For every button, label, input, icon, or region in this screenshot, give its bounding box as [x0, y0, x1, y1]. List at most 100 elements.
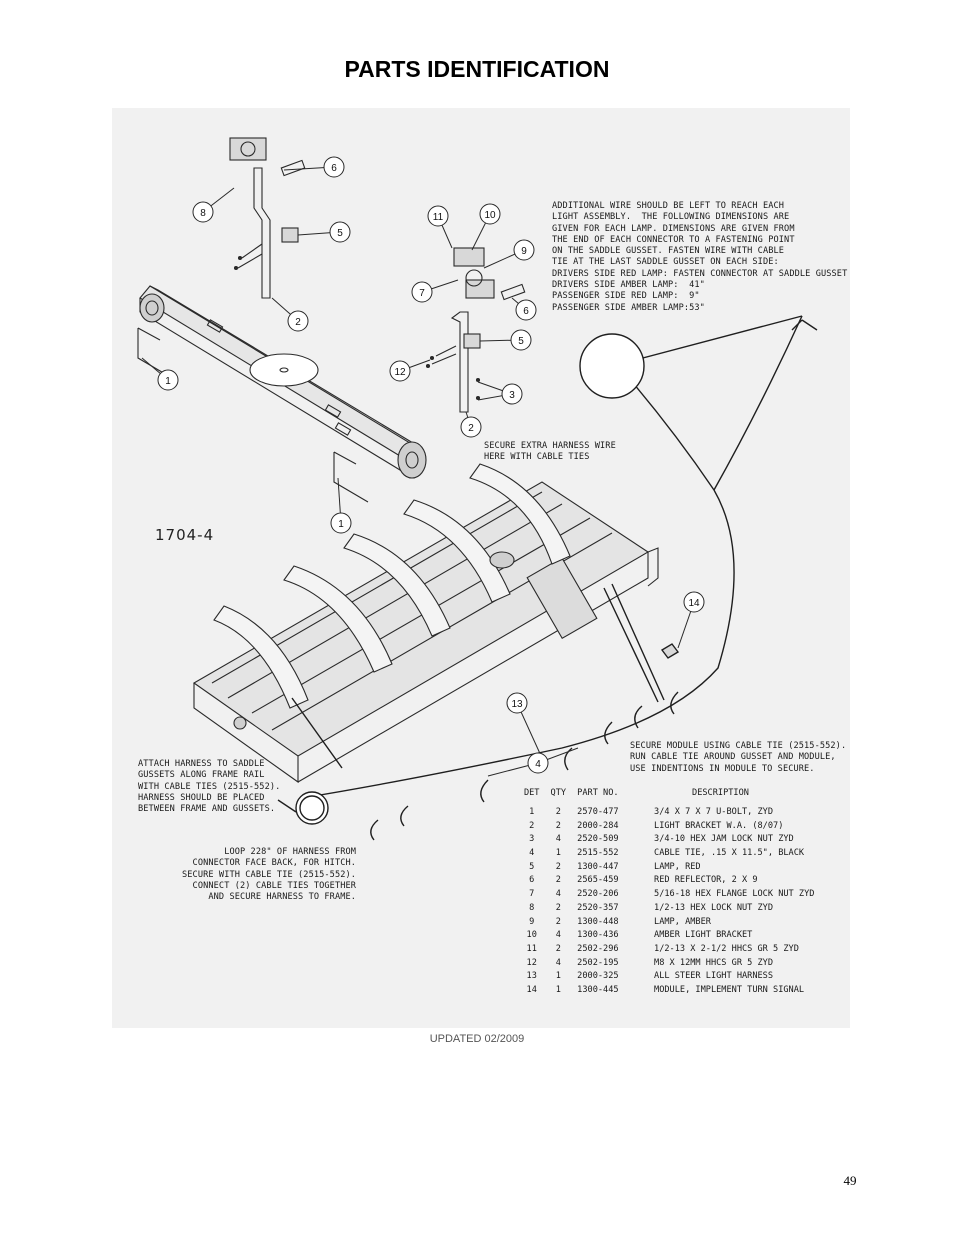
- description: 5/16-18 HEX FLANGE LOCK NUT ZYD: [654, 889, 815, 900]
- callout-13: 13: [511, 699, 523, 710]
- page-title: PARTS IDENTIFICATION: [344, 56, 610, 82]
- note-secure-extra-harness: SECURE EXTRA HARNESS WIRE HERE WITH CABL…: [484, 441, 616, 463]
- qty: 2: [555, 820, 561, 831]
- header-det: DET: [523, 788, 540, 798]
- callout-6a: 6: [331, 163, 337, 174]
- callout-4: 4: [535, 759, 541, 770]
- right-light-bracket: [425, 247, 526, 413]
- callout-3: 3: [509, 390, 515, 401]
- table-row: 4 1 2515-552 CABLE TIE, .15 X 11.5", BLACK: [518, 848, 850, 862]
- table-row: 2 2 2000-284 LIGHT BRACKET W.A. (8/07): [518, 821, 850, 835]
- parts-diagram: 6 8 5 2 1 11 10 9 7 6 5 12 3 2: [112, 108, 850, 1028]
- qty: 1: [555, 984, 561, 995]
- callout-14: 14: [688, 598, 700, 609]
- header-qty: QTY: [550, 788, 567, 798]
- frame-with-saddles: [192, 463, 659, 784]
- det: 2: [529, 820, 535, 831]
- part-no: 2520-357: [577, 902, 619, 913]
- det: 1: [529, 807, 535, 817]
- header-description: DESCRIPTION: [692, 788, 749, 798]
- det: 11: [526, 943, 537, 954]
- part-no: 2565-459: [577, 875, 619, 886]
- note-additional-wire: ADDITIONAL WIRE SHOULD BE LEFT TO REACH …: [552, 201, 848, 313]
- part-no: 2000-325: [577, 971, 619, 982]
- det: 5: [529, 861, 535, 872]
- qty: 1: [555, 848, 561, 859]
- det: 9: [529, 916, 535, 927]
- callout-5b: 5: [518, 336, 524, 347]
- callout-12: 12: [394, 367, 406, 378]
- description: CABLE TIE, .15 X 11.5", BLACK: [654, 848, 805, 859]
- qty: 1: [555, 971, 561, 982]
- table-row: 13 1 2000-325 ALL STEER LIGHT HARNESS: [518, 971, 850, 985]
- description: AMBER LIGHT BRACKET: [654, 930, 753, 941]
- note-secure-module: SECURE MODULE USING CABLE TIE (2515-552)…: [630, 741, 847, 774]
- part-no: 2502-296: [577, 943, 619, 954]
- note-attach-harness: ATTACH HARNESS TO SADDLE GUSSETS ALONG F…: [138, 759, 281, 815]
- det: 7: [529, 889, 535, 900]
- callout-1b: 1: [338, 519, 344, 530]
- qty: 4: [555, 889, 561, 900]
- description: 1/2-13 X 2-1/2 HHCS GR 5 ZYD: [654, 943, 799, 954]
- part-no: 2520-206: [577, 889, 619, 900]
- det: 4: [529, 848, 535, 859]
- det: 13: [526, 971, 537, 982]
- parts-table-header: DET QTY PART NO. DESCRIPTION: [518, 788, 850, 807]
- table-row: 9 2 1300-448 LAMP, AMBER: [518, 917, 850, 931]
- qty: 2: [555, 902, 561, 913]
- callout-balloons: 6 8 5 2 1 11 10 9 7 6 5 12 3 2: [141, 156, 705, 777]
- exploded-assembly-drawing: 6 8 5 2 1 11 10 9 7 6 5 12 3 2: [137, 137, 818, 841]
- qty: 4: [555, 930, 561, 941]
- det: 12: [526, 957, 537, 968]
- wire-harness: [277, 315, 818, 841]
- callout-5a: 5: [337, 228, 343, 239]
- table-row: 8 2 2520-357 1/2-13 HEX LOCK NUT ZYD: [518, 903, 850, 917]
- description: ALL STEER LIGHT HARNESS: [654, 971, 774, 982]
- callout-8: 8: [200, 208, 206, 219]
- left-light-bracket: [229, 137, 306, 299]
- description: 1/2-13 HEX LOCK NUT ZYD: [654, 902, 774, 913]
- callout-2a: 2: [295, 317, 301, 328]
- callout-7: 7: [419, 288, 425, 299]
- description: MODULE, IMPLEMENT TURN SIGNAL: [654, 984, 805, 995]
- qty: 4: [555, 957, 561, 968]
- page-number: 49: [843, 1173, 857, 1188]
- description: M8 X 12MM HHCS GR 5 ZYD: [654, 957, 774, 968]
- callout-9: 9: [521, 246, 527, 257]
- part-no: 1300-436: [577, 930, 619, 941]
- callout-10: 10: [484, 210, 496, 221]
- callout-2b: 2: [468, 423, 474, 434]
- description: LAMP, RED: [654, 861, 701, 872]
- description: LAMP, AMBER: [654, 916, 711, 927]
- qty: 2: [555, 943, 561, 954]
- part-no: 1300-447: [577, 861, 619, 872]
- qty: 2: [555, 861, 561, 872]
- callout-1a: 1: [165, 376, 171, 387]
- table-row: 1 2 2570-477 3/4 X 7 X 7 U-BOLT, ZYD: [518, 807, 850, 821]
- description: 3/4-10 HEX JAM LOCK NUT ZYD: [654, 834, 794, 845]
- qty: 2: [555, 916, 561, 927]
- part-no: 2570-477: [577, 807, 619, 817]
- header-part-no: PART NO.: [577, 788, 619, 798]
- det: 10: [526, 930, 537, 941]
- axle-beam: [137, 285, 427, 503]
- description: LIGHT BRACKET W.A. (8/07): [654, 820, 784, 831]
- table-row: 11 2 2502-296 1/2-13 X 2-1/2 HHCS GR 5 ZYD: [518, 944, 850, 958]
- det: 14: [526, 984, 537, 995]
- part-no: 2520-509: [577, 834, 619, 845]
- qty: 4: [555, 834, 561, 845]
- part-no: 1300-448: [577, 916, 619, 927]
- drawing-id: 1704-4: [155, 526, 215, 544]
- table-row: 7 4 2520-206 5/16-18 HEX FLANGE LOCK NUT ZY…: [518, 889, 850, 903]
- qty: 2: [555, 807, 561, 817]
- det: 8: [529, 902, 535, 913]
- part-no: 2000-284: [577, 820, 619, 831]
- callout-6b: 6: [523, 306, 529, 317]
- description: 3/4 X 7 X 7 U-BOLT, ZYD: [654, 807, 774, 817]
- part-no: 2515-552: [577, 848, 619, 859]
